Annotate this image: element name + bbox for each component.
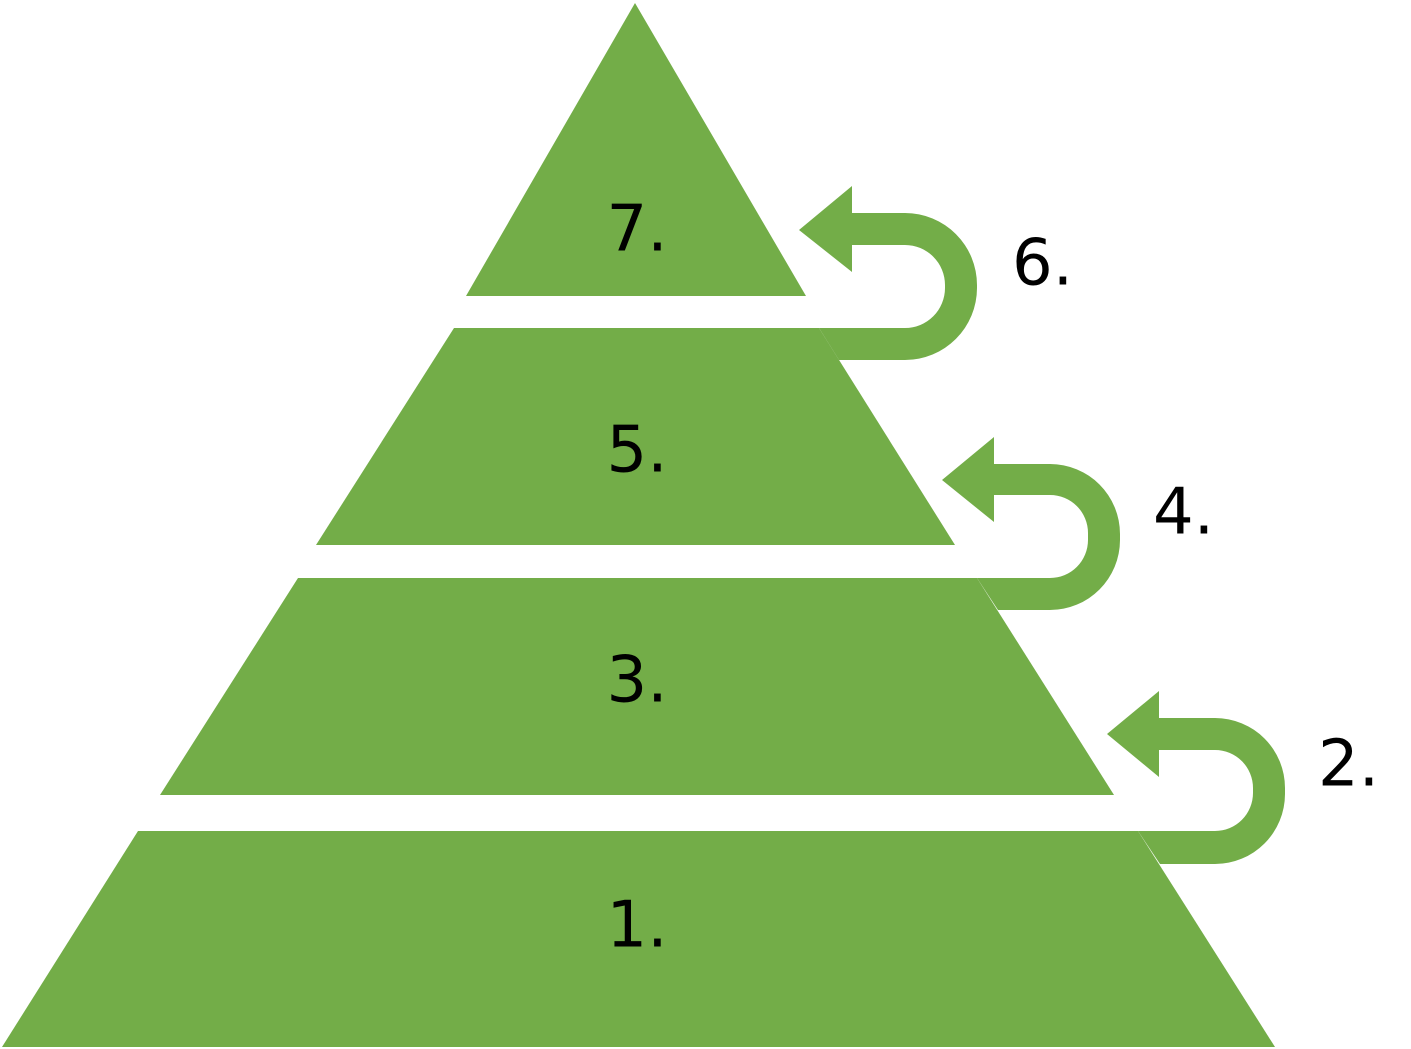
tier-label-1: 1.	[606, 889, 667, 963]
loop-arrow-6-shape	[799, 186, 977, 360]
feedback-loop-arrow-6: 6.	[799, 186, 1073, 360]
loop-label-2: 2.	[1318, 728, 1379, 802]
loop-arrow-4-shape	[942, 437, 1120, 610]
pyramid-tier-5	[316, 328, 955, 545]
feedback-loop-arrow-4: 4.	[942, 437, 1214, 610]
feedback-loop-arrow-2: 2.	[1107, 691, 1379, 864]
pyramid-tier-7	[466, 3, 806, 296]
pyramid-tier-3	[160, 578, 1114, 795]
tier-label-5: 5.	[606, 414, 667, 488]
loop-arrow-2-shape	[1107, 691, 1285, 864]
tier-label-7: 7.	[606, 193, 667, 267]
tier-label-3: 3.	[606, 644, 667, 718]
loop-label-6: 6.	[1012, 227, 1073, 301]
loop-label-4: 4.	[1153, 476, 1214, 550]
pyramid-tier-1	[2, 831, 1275, 1047]
